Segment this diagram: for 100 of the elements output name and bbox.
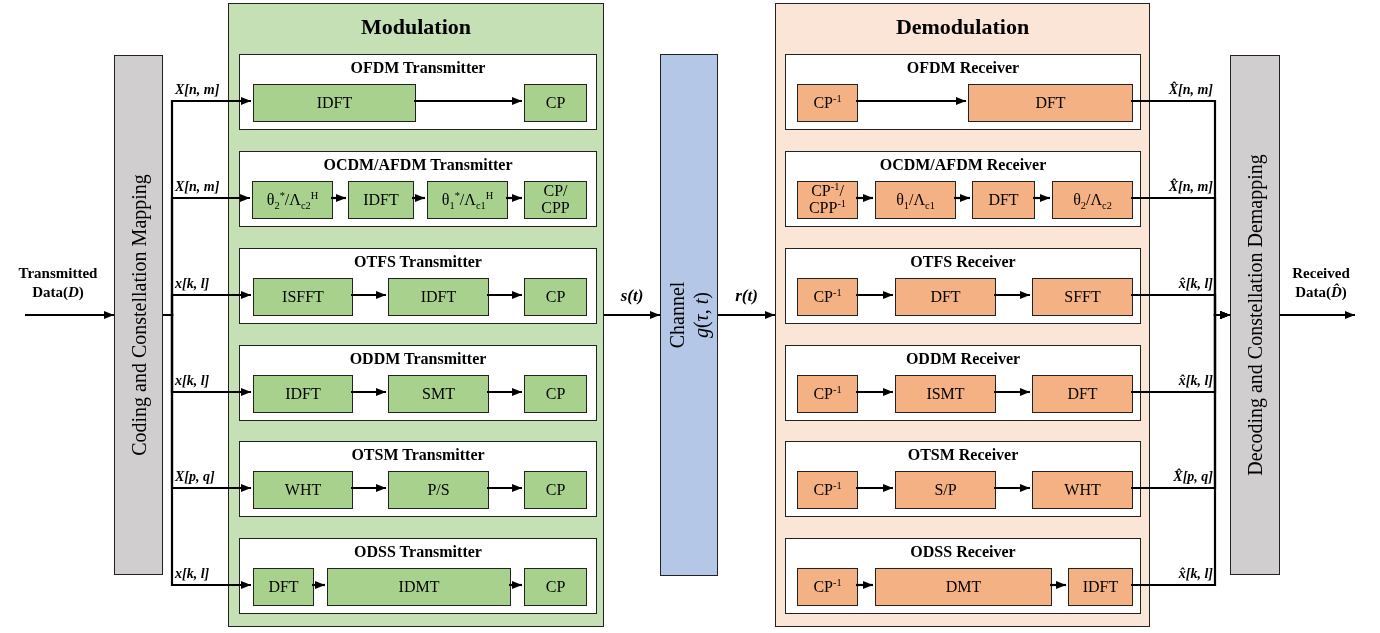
box-label: IDFT: [1082, 578, 1119, 596]
arrow: [414, 97, 522, 105]
arrow: [487, 484, 522, 492]
process-box: [524, 84, 587, 122]
process-box: [1068, 568, 1133, 606]
vertical-label: Channel: [665, 281, 689, 349]
process-box: [524, 278, 587, 316]
vertical-process-box: [660, 54, 718, 576]
box-label: DFT: [988, 191, 1019, 209]
process-box: [524, 471, 587, 509]
box-label: DFT: [1035, 94, 1066, 112]
arrow: [718, 311, 775, 319]
vertical-label: Decoding and Constellation Demapping: [1243, 154, 1267, 476]
process-box: [1052, 181, 1133, 219]
process-box: [327, 568, 511, 606]
box-label: IDMT: [398, 578, 440, 596]
vertical-process-box: [114, 55, 163, 575]
module-title: ODDM Transmitter: [349, 350, 487, 368]
arrow: [994, 484, 1030, 492]
process-box: [1032, 375, 1133, 413]
module-box: [239, 54, 597, 130]
arrow: [351, 388, 386, 396]
module-title: OTSM Receiver: [907, 446, 1019, 464]
edge-label: x̂[k, l]: [1178, 374, 1213, 388]
module-title: ODDM Receiver: [905, 350, 1021, 368]
arrow: [412, 194, 425, 202]
process-box: [797, 84, 858, 122]
module-title: OCDM/AFDM Receiver: [879, 156, 1047, 174]
box-label: CP$^{-1}$: [813, 288, 842, 306]
module-box: [239, 248, 597, 324]
panel-title: Modulation: [361, 14, 471, 40]
process-box: [524, 375, 587, 413]
arrow: [351, 484, 386, 492]
process-box: [253, 471, 353, 509]
process-box: [797, 278, 858, 316]
arrow: [994, 291, 1030, 299]
module-box: [785, 248, 1141, 324]
process-box: [895, 471, 996, 509]
process-box: [253, 84, 416, 122]
arrow: [351, 291, 386, 299]
arrow: [954, 194, 970, 202]
edge-label: x[k, l]: [175, 374, 210, 388]
box-label: DFT: [268, 578, 299, 596]
module-title: OCDM/AFDM Transmitter: [323, 156, 513, 174]
arrow: [1033, 194, 1050, 202]
process-box: [388, 471, 489, 509]
arrow: [1280, 311, 1355, 319]
arrow: [1050, 581, 1066, 589]
process-box: [895, 278, 996, 316]
box-label: θ$_{1}$/Λ$_{c1}$: [896, 191, 935, 209]
edge-label: x̂[k, l]: [1178, 277, 1213, 291]
box-label: IDFT: [285, 385, 321, 403]
edge-label: X̂[p, q]: [1173, 470, 1213, 484]
module-box: [239, 538, 597, 614]
arrow: [331, 194, 346, 202]
box-label: CP$^{-1}$/ CPP$^{-1}$: [807, 183, 848, 217]
section-panel: [775, 3, 1150, 627]
arrow: [856, 484, 893, 492]
edge-label: X[n, m]: [175, 83, 220, 97]
process-box: [524, 181, 587, 219]
arrow: [856, 194, 873, 202]
process-box: [797, 181, 858, 219]
edge-label: r(t): [735, 287, 758, 304]
module-title: ODSS Receiver: [910, 543, 1016, 561]
box-label: IDFT: [316, 94, 353, 112]
box-label: DFT: [930, 288, 961, 306]
arrow: [604, 311, 660, 319]
module-title: OTSM Transmitter: [351, 446, 485, 464]
module-title: OTFS Transmitter: [354, 253, 482, 271]
process-box: [797, 568, 858, 606]
vertical-label: Coding and Constellation Mapping: [126, 174, 151, 456]
module-title: OFDM Receiver: [906, 59, 1020, 77]
process-box: [252, 181, 333, 219]
box-label: DMT: [945, 578, 982, 596]
module-title: ODSS Transmitter: [354, 543, 482, 561]
box-label: θ$_{2}$/Λ$_{c2}$: [1073, 191, 1112, 209]
process-box: [253, 278, 353, 316]
box-label: DFT: [1067, 385, 1098, 403]
module-box: [785, 345, 1141, 421]
module-box: [785, 538, 1141, 614]
edge-label: X̂[n, m]: [1168, 83, 1213, 97]
module-box: [239, 151, 597, 227]
process-box: [1032, 471, 1133, 509]
arrow: [487, 388, 522, 396]
module-title: OTFS Receiver: [910, 253, 1016, 271]
process-box: [348, 181, 414, 219]
box-label: CP: [545, 385, 566, 403]
arrow: [487, 291, 522, 299]
box-label: SMT: [422, 385, 455, 403]
section-panel: [228, 3, 604, 627]
box-label: ISMT: [926, 385, 965, 403]
box-label: CP$^{-1}$: [813, 385, 842, 403]
arrow: [856, 388, 893, 396]
process-box: [524, 568, 587, 606]
edge-label: X[n, m]: [175, 180, 220, 194]
box-label: CP: [545, 481, 566, 499]
panel-title: Demodulation: [895, 14, 1030, 40]
arrow: [25, 311, 114, 319]
process-box: [797, 471, 858, 509]
edge-label: X̂[n, m]: [1168, 180, 1213, 194]
